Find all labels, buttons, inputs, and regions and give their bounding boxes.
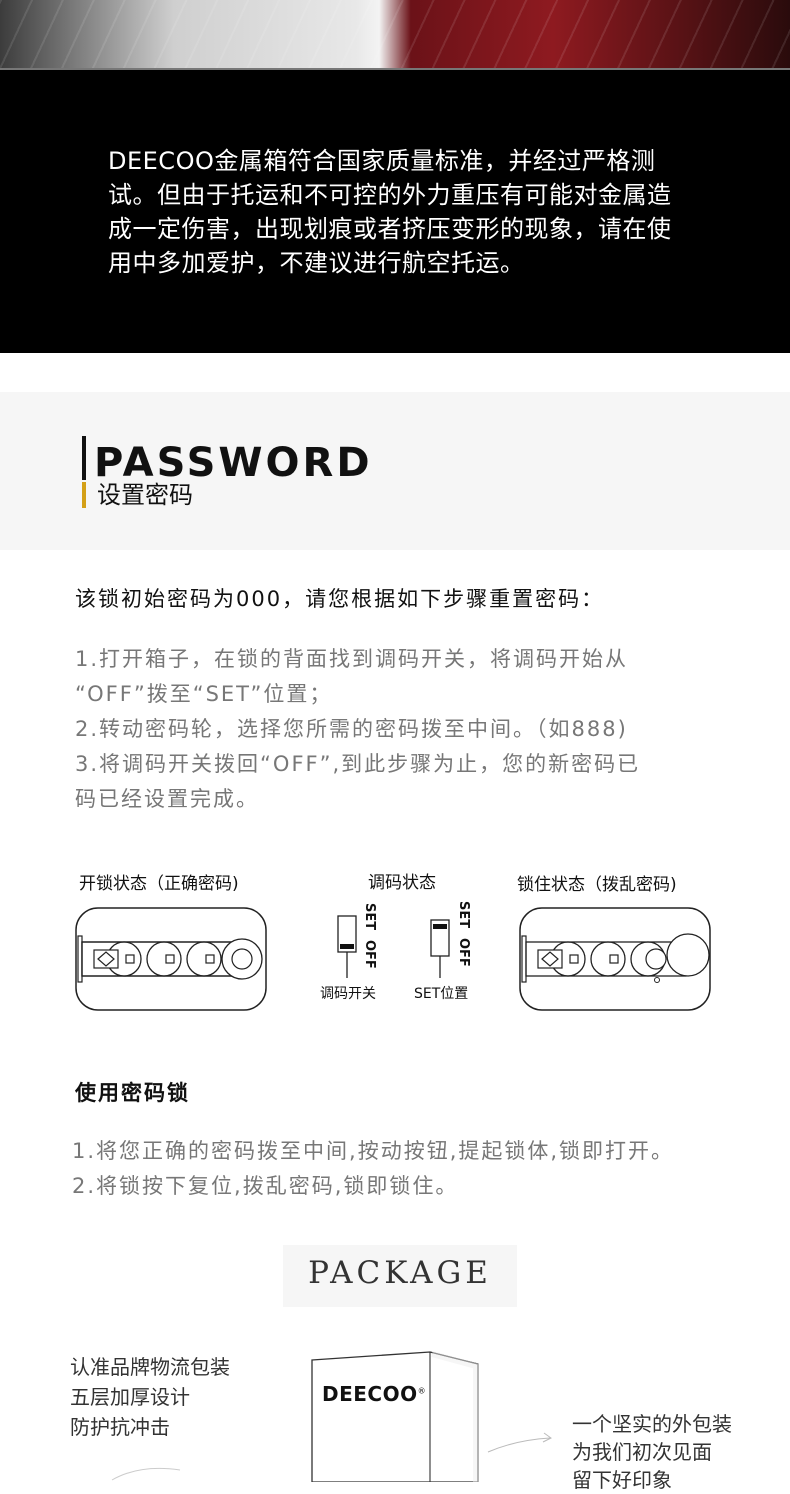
package-right-line: 为我们初次见面 bbox=[572, 1440, 712, 1464]
use-lock-title: 使用密码锁 bbox=[75, 1081, 190, 1105]
package-left-line: 五层加厚设计 bbox=[70, 1385, 190, 1409]
switch-off-diagram bbox=[337, 915, 357, 978]
notice-banner: DEECOO金属箱符合国家质量标准，并经过严格测试。但由于托运和不可控的外力重压… bbox=[0, 70, 790, 353]
arrow-icon bbox=[487, 1432, 552, 1453]
suitcase-ribs bbox=[0, 0, 790, 70]
password-step: 3.将调码开关拨回“OFF”,到此步骤为止，您的新密码已 bbox=[75, 752, 641, 776]
switch-set-diagram bbox=[430, 919, 450, 978]
password-intro: 该锁初始密码为000，请您根据如下步骤重置密码： bbox=[75, 587, 605, 611]
package-left-text: 认准品牌物流包装 五层加厚设计 防护抗冲击 bbox=[70, 1352, 230, 1442]
locked-caption: 锁住状态（拨乱密码) bbox=[517, 875, 677, 895]
switch2-set-label: SET bbox=[456, 901, 471, 929]
unlocked-lock-diagram bbox=[75, 907, 267, 1011]
switch-caption-off: 调码开关 bbox=[320, 986, 376, 1002]
package-right-text: 一个坚实的外包装 为我们初次见面 留下好印象 bbox=[572, 1410, 732, 1494]
switch1-set-label: SET bbox=[362, 903, 377, 931]
password-step: “OFF”拨至“SET”位置； bbox=[75, 682, 333, 706]
package-title: PACKAGE bbox=[308, 1255, 492, 1291]
password-title: PASSWORD bbox=[94, 440, 373, 486]
switch-caption-set: SET位置 bbox=[414, 986, 469, 1002]
title-accent-bar bbox=[82, 436, 86, 480]
password-step: 2.转动密码轮，选择您所需的密码拨至中间。（如888) bbox=[75, 717, 628, 741]
password-step: 1.打开箱子，在锁的背面找到调码开关，将调码开始从 bbox=[75, 647, 629, 671]
notice-text: DEECOO金属箱符合国家质量标准，并经过严格测试。但由于托运和不可控的外力重压… bbox=[108, 147, 672, 277]
package-right-line: 一个坚实的外包装 bbox=[572, 1412, 732, 1436]
switch1-off-label: OFF bbox=[362, 940, 377, 969]
subtitle-accent-bar bbox=[82, 482, 86, 508]
password-subtitle: 设置密码 bbox=[97, 481, 193, 509]
package-left-line: 防护抗冲击 bbox=[70, 1415, 170, 1439]
use-lock-steps: 1.将您正确的密码拨至中间,按动按钮,提起锁体,锁即打开。 2.将锁按下复位,拨… bbox=[72, 1134, 674, 1204]
switch2-off-label: OFF bbox=[456, 938, 471, 967]
unlocked-caption: 开锁状态（正确密码) bbox=[79, 874, 239, 894]
password-steps: 1.打开箱子，在锁的背面找到调码开关，将调码开始从 “OFF”拨至“SET”位置… bbox=[75, 642, 765, 817]
password-step: 码已经设置完成。 bbox=[75, 787, 259, 811]
curve-decoration bbox=[111, 1467, 181, 1481]
package-title-box: PACKAGE bbox=[283, 1245, 517, 1307]
package-right-line: 留下好印象 bbox=[572, 1468, 672, 1492]
use-lock-step: 1.将您正确的密码拨至中间,按动按钮,提起锁体,锁即打开。 bbox=[72, 1139, 675, 1163]
package-box-brand: DEECOO® bbox=[322, 1382, 427, 1406]
setting-caption: 调码状态 bbox=[368, 873, 436, 893]
use-lock-step: 2.将锁按下复位,拨乱密码,锁即锁住。 bbox=[72, 1174, 459, 1198]
hero-suitcase-image bbox=[0, 0, 790, 70]
package-left-line: 认准品牌物流包装 bbox=[70, 1355, 230, 1379]
hero-edge bbox=[0, 68, 790, 70]
password-header-band bbox=[0, 392, 790, 550]
package-box-image bbox=[311, 1351, 479, 1482]
locked-lock-diagram bbox=[519, 907, 711, 1011]
